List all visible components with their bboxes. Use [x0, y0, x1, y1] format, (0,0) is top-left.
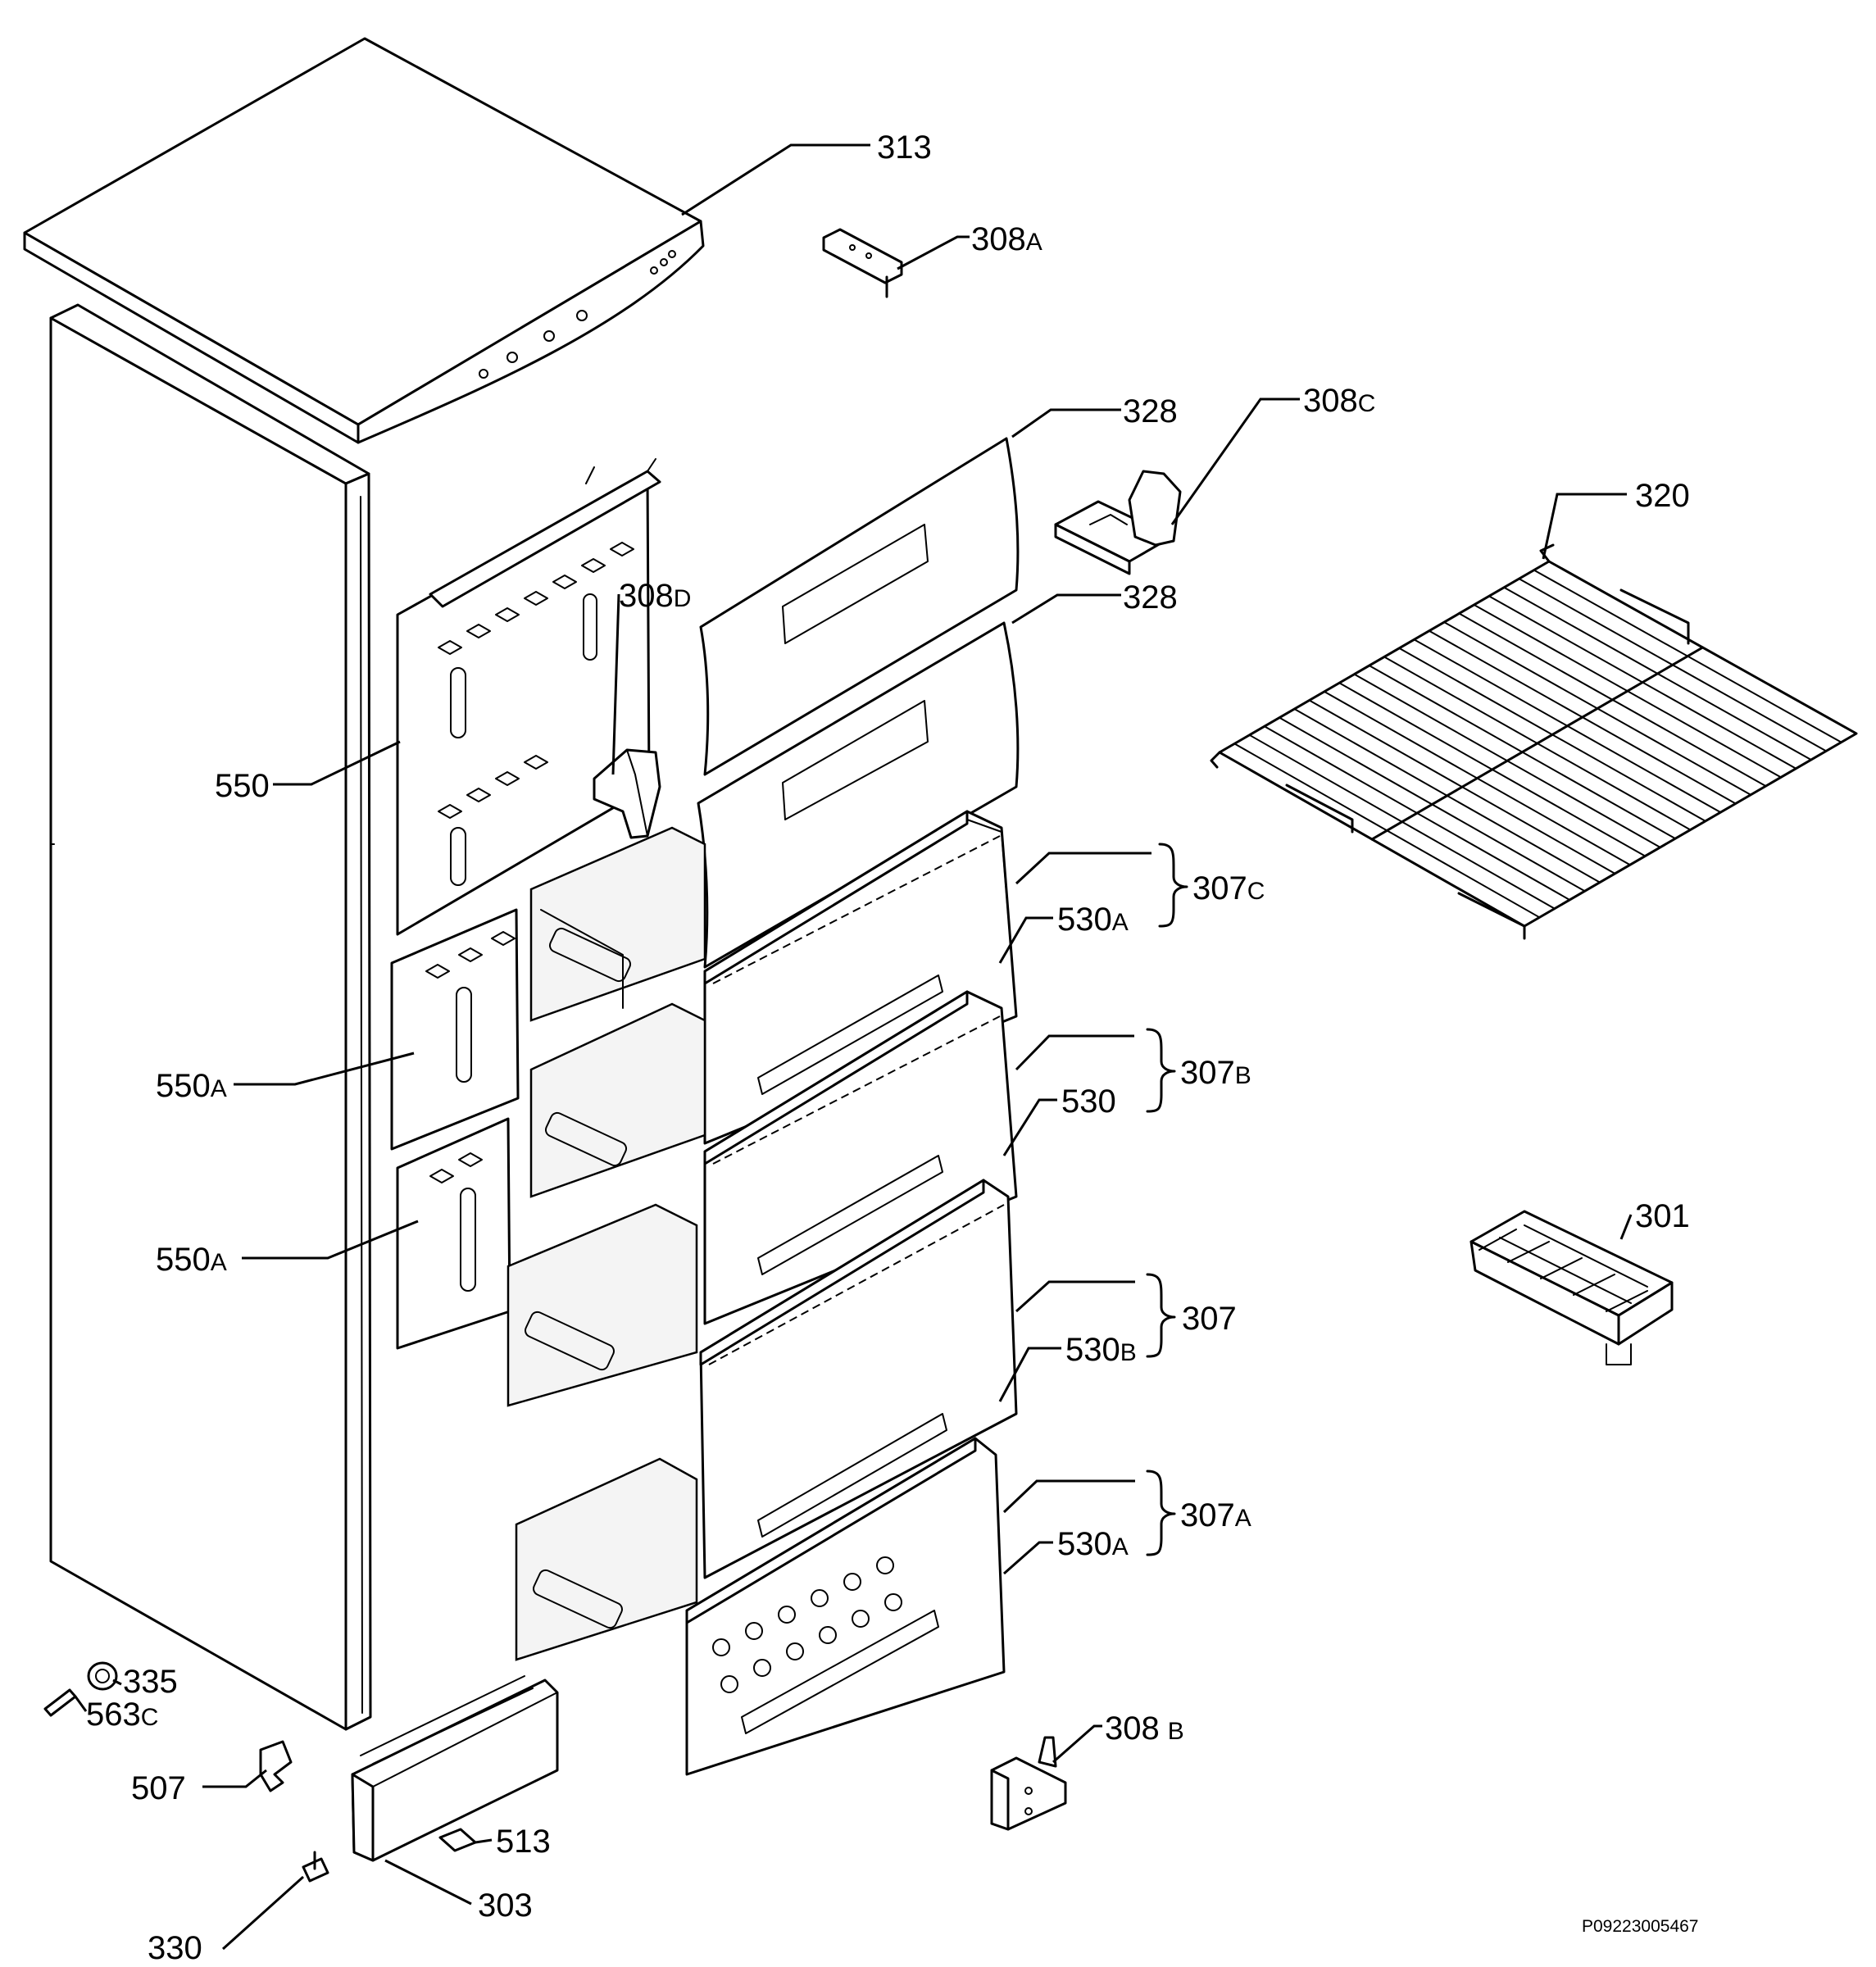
label-563c: 563C	[86, 1697, 158, 1733]
label-308a: 308A	[971, 221, 1042, 257]
label-308d: 308D	[619, 578, 691, 614]
label-320: 320	[1635, 478, 1690, 514]
label-307: 307	[1182, 1301, 1237, 1337]
label-307c: 307C	[1192, 870, 1265, 906]
evaporator-panel-550a-upper	[390, 908, 520, 1151]
flap-328-upper	[699, 437, 1020, 776]
evaporator-panel-550	[396, 458, 661, 936]
label-328-lower: 328	[1123, 579, 1178, 616]
label-530: 530	[1061, 1083, 1116, 1120]
ice-tray-301	[1469, 1210, 1674, 1365]
label-550: 550	[215, 768, 270, 804]
label-307b: 307B	[1180, 1055, 1251, 1091]
drawing-code: P09223005467	[1582, 1917, 1698, 1936]
label-303: 303	[478, 1888, 533, 1924]
label-550a-upper: 550A	[156, 1068, 227, 1104]
drawer-307a	[515, 1437, 1006, 1776]
label-307a: 307A	[1180, 1497, 1251, 1533]
label-308c: 308C	[1303, 383, 1375, 419]
screw-330	[302, 1851, 329, 1883]
clip-507	[259, 1740, 293, 1792]
brace-307a	[1146, 1470, 1176, 1556]
brace-307b	[1146, 1028, 1176, 1113]
label-530a-upper: 530A	[1057, 902, 1129, 938]
label-530a-lower: 530A	[1057, 1526, 1129, 1562]
hinge-308b	[990, 1736, 1067, 1831]
drawer-307b	[529, 990, 1018, 1325]
cabinet	[49, 303, 372, 1731]
shelf-center-bar	[1370, 646, 1704, 841]
leader-lines	[74, 143, 1633, 1951]
drawer-307	[506, 1179, 1018, 1579]
label-313: 313	[877, 129, 932, 166]
label-513: 513	[496, 1824, 551, 1860]
kick-plate-303	[351, 1675, 559, 1862]
label-330: 330	[148, 1930, 202, 1966]
label-530b: 530B	[1065, 1332, 1137, 1368]
hinge-308c	[1054, 470, 1182, 575]
brace-307c	[1158, 843, 1188, 928]
foot-335	[87, 1661, 118, 1691]
label-328-upper: 328	[1123, 393, 1178, 429]
label-301: 301	[1635, 1198, 1690, 1234]
pin-563c	[43, 1688, 77, 1717]
label-550a-lower: 550A	[156, 1242, 227, 1278]
evaporator-panel-550a-lower	[396, 1117, 511, 1350]
brace-307	[1146, 1273, 1176, 1358]
pad-513	[438, 1828, 477, 1852]
hinge-308a	[822, 228, 903, 298]
top-cover-313	[23, 37, 705, 444]
label-335: 335	[123, 1664, 178, 1700]
label-507: 507	[131, 1770, 186, 1806]
hinge-308d	[593, 748, 661, 839]
wire-shelf-320	[1210, 543, 1858, 940]
